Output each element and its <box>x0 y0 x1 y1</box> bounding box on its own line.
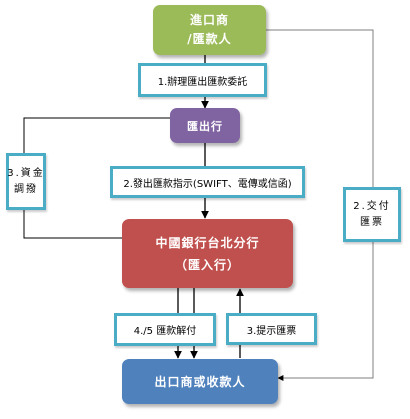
step45-label: 4./5 匯款解付 <box>114 313 216 346</box>
receiving-bank-line1: 中國銀行台北分行 <box>155 235 260 250</box>
step3-fund-label: 3.資金 調撥 <box>6 153 46 210</box>
remitting-bank-label: 匯出行 <box>187 119 223 133</box>
importer-box: 進口商 /匯款人 <box>153 5 266 55</box>
receiving-bank-line2: （匯入行） <box>174 257 240 272</box>
step2-instruction-text: 2.發出匯款指示(SWIFT、電傳或信函) <box>123 178 292 190</box>
importer-line1: 進口商 <box>189 13 229 27</box>
step2-deliver-label: 2.交付 匯票 <box>343 187 401 242</box>
receiving-bank-box: 中國銀行台北分行 （匯入行） <box>122 219 293 288</box>
exporter-label: 出口商或收款人 <box>154 375 246 389</box>
step3-present-label: 3.提示匯票 <box>226 313 317 345</box>
step1-label: 1.辦理匯出匯款委託 <box>138 63 267 97</box>
remitting-bank-box: 匯出行 <box>170 108 240 143</box>
step2-deliver-line1: 2.交付 <box>353 200 391 212</box>
step2-deliver-line2: 匯票 <box>360 216 384 228</box>
step1-text: 1.辦理匯出匯款委託 <box>157 76 248 88</box>
step2-instruction-label: 2.發出匯款指示(SWIFT、電傳或信函) <box>110 166 305 198</box>
importer-line2: /匯款人 <box>187 32 232 46</box>
step3-present-text: 3.提示匯票 <box>246 325 297 337</box>
exporter-box: 出口商或收款人 <box>122 359 278 404</box>
step3-fund-line2: 調撥 <box>14 183 38 195</box>
step45-text: 4./5 匯款解付 <box>133 326 197 337</box>
step3-fund-line1: 3.資金 <box>7 167 45 179</box>
